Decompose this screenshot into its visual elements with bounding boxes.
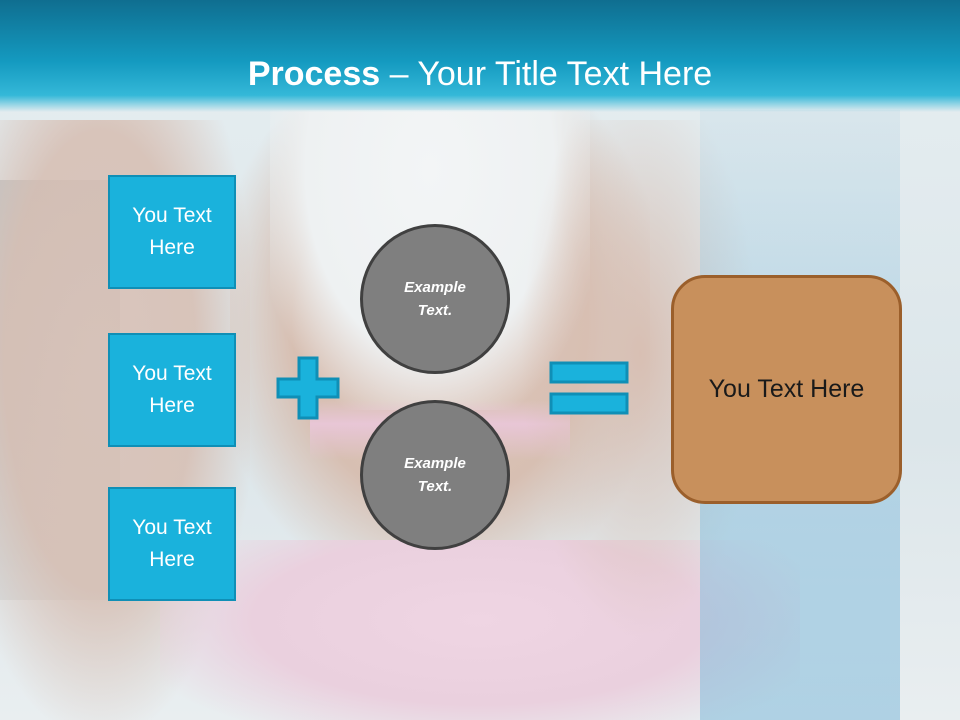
result-box: You Text Here [671,275,902,504]
page-title: Process – Your Title Text Here [0,50,960,98]
example-circle-1: Example Text. [360,224,510,374]
text-box-3: You Text Here [108,487,236,601]
equals-icon [549,361,629,415]
title-rest: – Your Title Text Here [380,55,713,93]
example-circle-2: Example Text. [360,400,510,550]
text-box-1: You Text Here [108,175,236,289]
title-bold: Process [247,55,381,93]
text-box-2: You Text Here [108,333,236,447]
title-banner [0,0,960,112]
plus-icon [276,356,340,420]
